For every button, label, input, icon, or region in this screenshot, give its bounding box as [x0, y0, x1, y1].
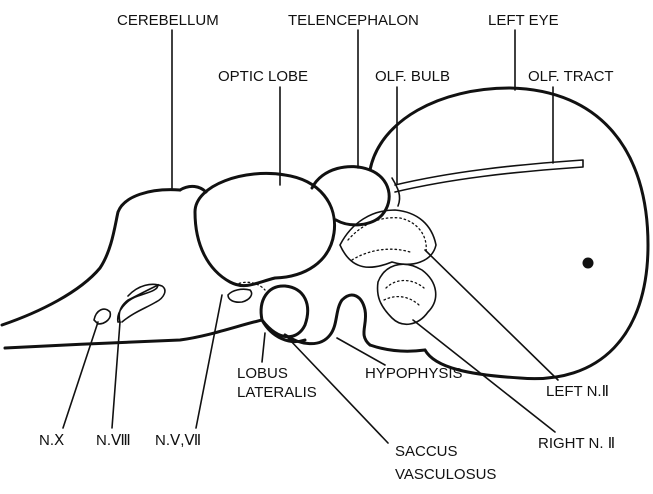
nerve-v-vii-stump [228, 289, 252, 302]
label-n8: N.Ⅷ [96, 432, 131, 449]
olfactory-tract [395, 160, 583, 192]
optic-dots-d [384, 297, 420, 306]
medulla-ventral-outline [5, 320, 262, 348]
leader-hypophysis [337, 338, 385, 365]
optic-dots-a [348, 218, 426, 252]
leader-left-n2 [425, 250, 558, 380]
optic-dots-c [386, 281, 424, 289]
label-cerebellum: CEREBELLUM [117, 12, 219, 29]
labels: CEREBELLUM TELENCEPHALON LEFT EYE OPTIC … [39, 12, 615, 483]
label-left-n2: LEFT N.Ⅱ [546, 383, 609, 400]
nerve-x-stump [94, 309, 110, 324]
leader-n5-7 [196, 295, 222, 428]
label-left-eye: LEFT EYE [488, 12, 559, 29]
label-olf-bulb: OLF. BULB [375, 68, 450, 85]
left-eye-outline [370, 88, 648, 379]
leader-lines [63, 30, 558, 443]
label-olf-tract: OLF. TRACT [528, 68, 614, 85]
label-telencephalon: TELENCEPHALON [288, 12, 419, 29]
nerve-viii-loop [122, 284, 165, 322]
brain-drawing [2, 88, 648, 379]
label-n5-7: N.Ⅴ,Ⅶ [155, 432, 201, 449]
hypophysis-outline [285, 295, 370, 345]
optic-nerve-right [378, 264, 436, 324]
label-optic-lobe: OPTIC LOBE [218, 68, 308, 85]
label-right-n2: RIGHT N. Ⅱ [538, 435, 615, 452]
cerebellum-outline [180, 186, 206, 192]
leader-n10 [63, 322, 98, 428]
leader-n8 [112, 322, 120, 428]
leader-lobus [262, 333, 265, 362]
label-saccus-line2: VASCULOSUS [395, 466, 496, 483]
optic-dots-b [352, 249, 410, 260]
optic-lobe-outline [195, 173, 335, 285]
label-lobus-line2: LATERALIS [237, 384, 317, 401]
label-hypophysis: HYPOPHYSIS [365, 365, 463, 382]
ventral-eye-base [370, 345, 425, 351]
medulla-dorsal-outline [2, 190, 180, 325]
label-lobus-line1: LOBUS [237, 365, 288, 382]
label-saccus-line1: SACCUS [395, 443, 458, 460]
label-n10: N.Ⅹ [39, 432, 64, 449]
saccus-vasculosus-outline [262, 320, 305, 342]
pupil-dot [583, 258, 594, 269]
